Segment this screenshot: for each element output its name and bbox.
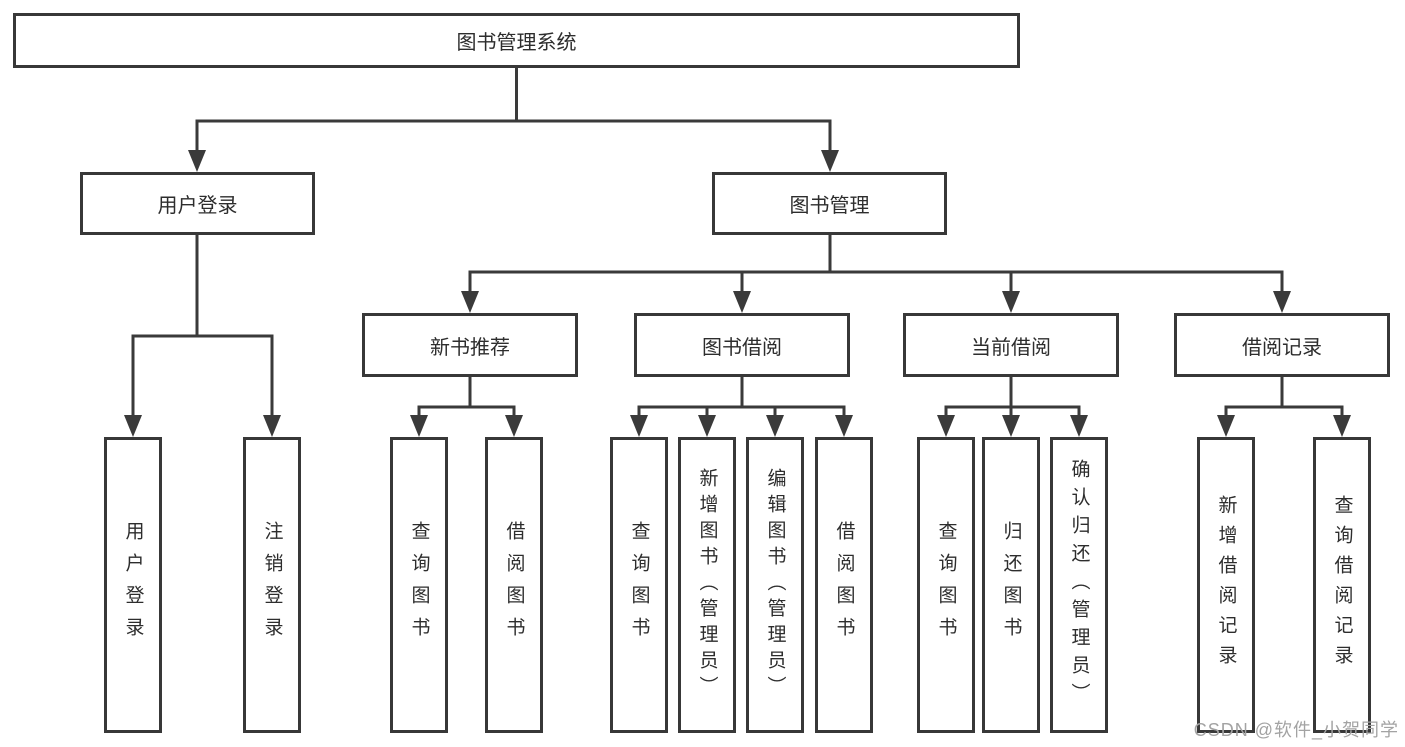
leaf-add-book-admin-label: 新增图书（管理员）: [696, 468, 718, 702]
node-new-book-recommend-label: 新书推荐: [430, 336, 510, 359]
leaf-query-borrow-record: 查询借阅记录: [1313, 437, 1371, 733]
node-book-borrow: 图书借阅: [634, 313, 850, 377]
node-root: 图书管理系统: [13, 13, 1020, 68]
node-root-label: 图书管理系统: [456, 32, 577, 54]
node-user-login: 用户登录: [80, 172, 315, 235]
leaf-add-borrow-record-label: 新增借阅记录: [1215, 495, 1237, 675]
leaf-borrow-book-recommend-label: 借阅图书: [503, 521, 525, 649]
leaf-add-borrow-record: 新增借阅记录: [1197, 437, 1255, 733]
leaf-query-book-current-label: 查询图书: [935, 521, 957, 649]
leaf-confirm-return-admin: 确认归还（管理员）: [1050, 437, 1108, 733]
leaf-user-login-label: 用户登录: [122, 521, 144, 649]
leaf-edit-book-admin-label: 编辑图书（管理员）: [764, 468, 786, 702]
connector-new-book-to-leaves: [410, 377, 523, 437]
node-current-borrow-label: 当前借阅: [971, 336, 1051, 359]
leaf-add-book-admin: 新增图书（管理员）: [678, 437, 736, 733]
leaf-borrow-book-recommend: 借阅图书: [485, 437, 543, 733]
node-book-management-label: 图书管理: [789, 195, 870, 217]
leaf-return-book-label: 归还图书: [1000, 521, 1022, 649]
leaf-query-book-recommend: 查询图书: [390, 437, 448, 733]
node-current-borrow: 当前借阅: [903, 313, 1119, 377]
leaf-confirm-return-admin-label: 确认归还（管理员）: [1068, 459, 1090, 711]
connector-root-to-level2: [188, 68, 839, 172]
leaf-user-login: 用户登录: [104, 437, 162, 733]
node-new-book-recommend: 新书推荐: [362, 313, 578, 377]
leaf-return-book: 归还图书: [982, 437, 1040, 733]
node-user-login-label: 用户登录: [157, 195, 238, 217]
leaf-query-book-current: 查询图书: [917, 437, 975, 733]
leaf-query-book-recommend-label: 查询图书: [408, 521, 430, 649]
leaf-edit-book-admin: 编辑图书（管理员）: [746, 437, 804, 733]
leaf-query-borrow-record-label: 查询借阅记录: [1331, 495, 1353, 675]
connector-borrow-records-to-leaves: [1217, 377, 1351, 437]
leaf-borrow-book-label: 借阅图书: [833, 521, 855, 649]
node-borrow-records: 借阅记录: [1174, 313, 1390, 377]
node-borrow-records-label: 借阅记录: [1242, 336, 1322, 359]
leaf-query-book-borrow-label: 查询图书: [628, 521, 650, 649]
node-book-borrow-label: 图书借阅: [702, 336, 782, 359]
leaf-borrow-book: 借阅图书: [815, 437, 873, 733]
leaf-query-book-borrow: 查询图书: [610, 437, 668, 733]
csdn-watermark: CSDN @软件_小贺同学: [1193, 720, 1399, 740]
leaf-logout: 注销登录: [243, 437, 301, 733]
leaf-logout-label: 注销登录: [261, 521, 283, 649]
connector-book-borrow-to-leaves: [630, 377, 853, 437]
connector-book-management-to-level3: [461, 235, 1291, 313]
connector-user-login-to-leaves: [124, 235, 281, 437]
node-book-management: 图书管理: [712, 172, 947, 235]
connector-current-borrow-to-leaves: [937, 377, 1088, 437]
